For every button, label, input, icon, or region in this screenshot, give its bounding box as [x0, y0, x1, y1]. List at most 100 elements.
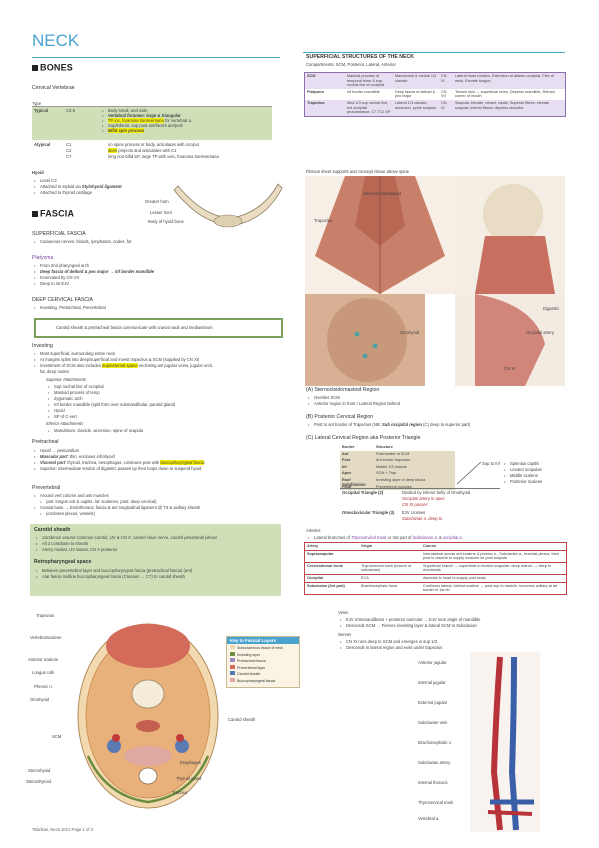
fascial-key-box: Key to Fascial Layers Subcutaneous tissu… [226, 636, 300, 688]
artery-cell: Suprascapular [307, 551, 334, 556]
subdivision-name: Occipital Triangle (2) [342, 490, 384, 495]
border-cell: SCM + Trap [376, 471, 397, 476]
key-item: Subcutaneous tissue of neck [230, 645, 296, 652]
bullet-point: • [34, 454, 36, 459]
investing-item: At margins splits into deep/superficial … [40, 357, 200, 362]
xs-label-esophagus: Esophagus [180, 760, 201, 765]
platysma-heading: Platysma [32, 255, 54, 261]
muscle-origin: Lateral 1/3 clavicle, acromion, spine sc… [395, 100, 436, 110]
sup-attach-heading: Superior Attachments [46, 377, 87, 382]
lateral-head-image [455, 294, 565, 386]
pretracheal-item: Visceral part: thyroid, trachea, oesopha… [40, 460, 205, 465]
bullet-point: • [34, 363, 36, 368]
bullet-point: • [40, 511, 42, 516]
atypical-c: C2 [66, 148, 72, 153]
retropharyngeal-item: Between prevertebral layer and buccophar… [42, 568, 193, 573]
bullet-point: • [340, 623, 342, 628]
bullet-point: • [340, 639, 342, 644]
key-item: Prevertebral layer [230, 664, 296, 672]
xs-label-vertebra: Vertebra/scalene [30, 635, 62, 640]
neck-cross-section-illustration [77, 623, 219, 809]
border-cell: Inf [342, 464, 347, 469]
muscle-insertion: Med 1/3 sup nuchal line, ext occipital p… [347, 100, 391, 115]
carotid-note: Carotid sheath & pretracheal fascia comm… [56, 325, 213, 330]
type-divider [32, 106, 272, 107]
neck-vessels-illustration [470, 652, 540, 832]
typical-item: Vertebral foramen: large & triangular [108, 113, 181, 118]
border-cell: Investing layer of deep fascia [376, 477, 426, 482]
sup-attach-item: Hyoid [54, 408, 65, 413]
nerves-item: Descends in lateral region and exits und… [346, 645, 443, 650]
hyoid-label-lesser-horn: Lesser horn [150, 210, 173, 215]
atypical-c: C7 [66, 154, 72, 159]
artery-cell: Continues lateral, behind scalene → post… [423, 583, 557, 593]
bullet-point: • [34, 190, 36, 195]
bullet-point: • [34, 466, 36, 471]
typical-label: Typical [34, 108, 49, 113]
bullet-point: • [34, 505, 36, 510]
floor-note-title: Sup to Inf [482, 461, 500, 466]
prevertebral-item: Around vert column and ass muscles [40, 493, 109, 498]
artery-cell: Occipital [307, 575, 324, 580]
retropharyngeal-item: Alar fascia midline buccopharyngeal fasc… [42, 574, 185, 579]
artery-col-head: Artery [307, 544, 319, 548]
bullet-point: • [504, 461, 506, 466]
subdivision-detail: Occipital artery in apex [402, 496, 445, 501]
floor-arrow [456, 461, 482, 485]
bones-heading: BONES [32, 63, 73, 72]
page-footer: Tsikrikas, Neck 2012 Page 1 of 3 [32, 827, 93, 832]
vessel-label: Subclavian vein [418, 720, 448, 725]
typical-item: Sup/inferior, sup post ant/facets ant/po… [108, 123, 183, 128]
artery-cell: Superficial branch → superficial to leva… [423, 563, 552, 573]
bullet-point: • [102, 128, 104, 133]
img-label: Sternocleidomastoid [363, 191, 401, 196]
border-col-head: Border [342, 445, 355, 449]
page-title: NECK [32, 31, 80, 50]
pretracheal-item: Hyoid → pericardium [40, 448, 80, 453]
muscle-insertion: Inf border mandible [347, 89, 380, 94]
border-col-head: Structure [376, 445, 393, 449]
right-top-rule [303, 52, 565, 53]
carotid-sheath-item: Condense around Common carotid, IJV & CN… [42, 535, 218, 540]
xs-label-scm: SCM [52, 734, 62, 739]
title-rule [32, 57, 280, 58]
vessel-label: Vertebral a. [418, 816, 440, 821]
region-a-item: Anterior region in front / Lateral Regio… [314, 401, 400, 406]
investing-item-cont: fat, deep nodes [40, 369, 69, 374]
floor-note-item: Middle scalene [510, 473, 538, 478]
veins-heading: Veins [338, 610, 349, 615]
muscle-name: Trapezius [307, 100, 325, 105]
pretracheal-heading: Pretracheal [32, 439, 59, 445]
border-cell: Ant [342, 451, 349, 456]
xs-label-sternohyoid: Sternohyoid [28, 768, 51, 773]
figure-caption: Fibrous sheet supports and conveys tissu… [306, 169, 410, 174]
bullet-point: • [40, 499, 42, 504]
xs-label-carotid-sheath: Carotid sheath [228, 717, 256, 722]
bullet-point: • [36, 574, 38, 579]
hyoid-label-greater-horn: Greater horn [145, 199, 169, 204]
bullet-point: • [102, 108, 104, 113]
bullet-point: • [34, 460, 36, 465]
cervical-vertebrae-heading: Cervical Vertebrae [32, 85, 75, 91]
back-muscles-image [305, 176, 455, 294]
hyoid-bone-illustration [173, 183, 283, 228]
carotid-note-box [34, 318, 283, 338]
sup-attach-item: SP of C-vert [54, 414, 77, 419]
border-cell: Post [342, 458, 351, 463]
xs-label-trachea: Trachea [172, 790, 188, 795]
muscle-nerve: CN XI [441, 74, 447, 83]
bullet-point: • [48, 414, 50, 419]
carotid-retro-panel [30, 524, 281, 596]
vessel-label: Anterior jugular [418, 660, 447, 665]
typical-band [32, 107, 272, 140]
subdivision-detail: Subclavian a. deep to [402, 516, 443, 521]
muscle-nerve: CN VII [441, 89, 447, 99]
carotid-sheath-item: Artery medial, IJV lateral, CN X posteri… [42, 547, 118, 552]
atypical-text: long non-bifid SP, large TP with vein, f… [108, 154, 219, 159]
atypical-label: Atypical [34, 142, 51, 147]
border-cell: Floor [342, 484, 352, 489]
typical-item: Bifid spin process [108, 128, 145, 133]
subdivision-detail: CN XI passes [402, 502, 428, 507]
floor-note-item: Splenius capitis [510, 461, 540, 466]
bullet-point: • [504, 479, 506, 484]
